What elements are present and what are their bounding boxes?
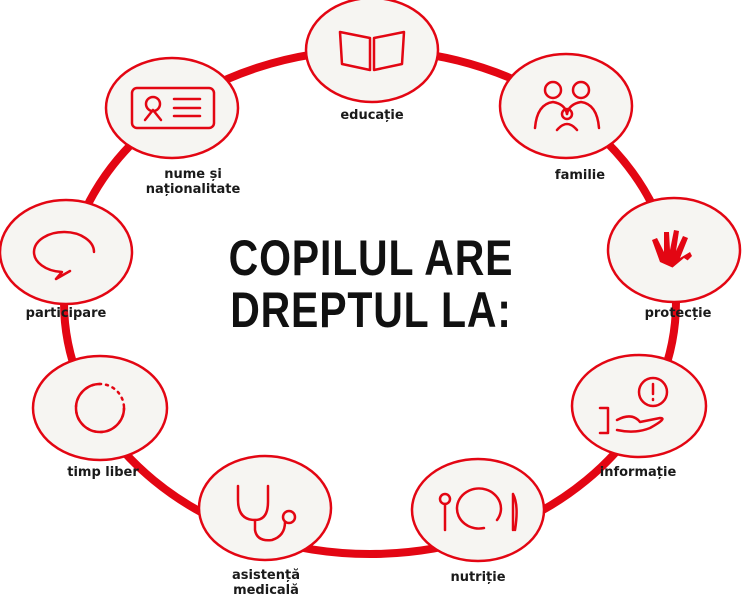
label-nume-line-2: naționalitate (145, 182, 241, 197)
node-timp (31, 354, 169, 462)
speech-bubble-icon (32, 230, 96, 281)
node-nutritie (410, 457, 546, 563)
plate-cutlery-icon (438, 487, 518, 532)
label-informatie: informație (599, 465, 677, 480)
node-nume (104, 56, 240, 160)
label-nume: nume și naționalitate (146, 167, 241, 197)
label-asistenta: asistență medicală (232, 568, 300, 598)
label-participare: participare (25, 306, 107, 321)
title-line-1: COPILUL ARE (228, 230, 514, 286)
family-icon (533, 80, 601, 132)
label-nutritie: nutriție (450, 570, 506, 585)
page-title: COPILUL ARE DREPTUL LA: (229, 232, 514, 336)
info-hand-icon-hand (598, 406, 664, 435)
label-protectie: protecție (644, 306, 712, 321)
title-line-2: DREPTUL LA: (230, 282, 512, 338)
node-participare (0, 198, 134, 306)
hands-icon (652, 230, 692, 272)
info-hand-icon (637, 376, 669, 408)
label-nume-line-1: nume și (164, 167, 222, 182)
node-familie (498, 52, 634, 160)
label-familie: familie (554, 168, 606, 183)
label-timp-liber: timp liber (67, 465, 139, 480)
id-card-icon (130, 86, 216, 130)
label-asistenta-line-1: asistență (232, 568, 300, 583)
node-asistenta (197, 454, 333, 562)
label-educatie: educație (340, 108, 404, 123)
node-educatie (304, 0, 440, 104)
clock-icon (74, 382, 126, 434)
node-informatie (570, 353, 708, 459)
label-asistenta-line-2: medicală (233, 583, 299, 598)
stethoscope-icon (236, 484, 297, 542)
book-icon (338, 30, 406, 72)
